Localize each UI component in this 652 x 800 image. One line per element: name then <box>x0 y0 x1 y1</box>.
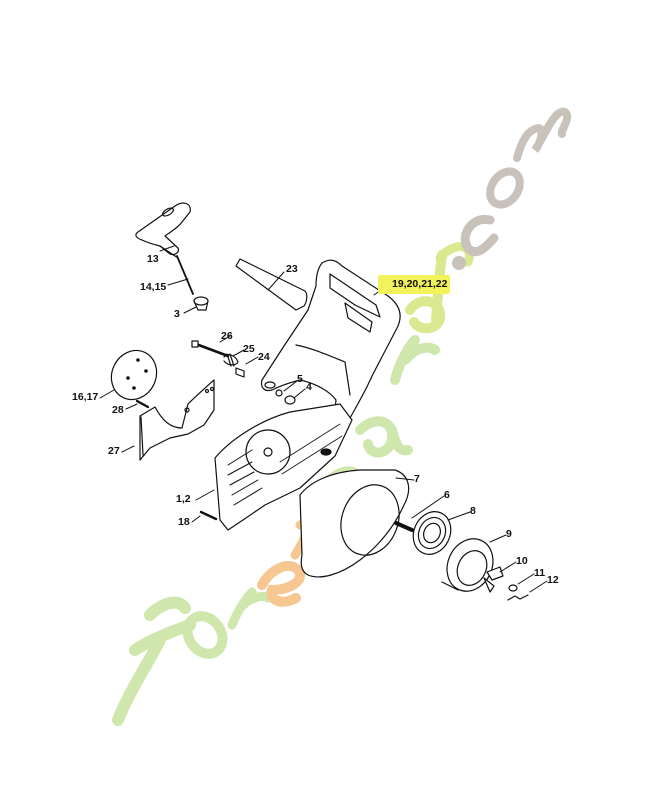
screw-18-icon <box>199 510 218 521</box>
rope-rotor-icon <box>441 538 494 592</box>
pawl-icon <box>483 566 504 593</box>
sleeve-icon <box>394 521 414 532</box>
part-label-28: 28 <box>112 404 124 416</box>
part-label-14-15: 14,15 <box>140 281 167 293</box>
rewind-spring-icon <box>412 511 452 555</box>
starter-grip-icon <box>135 202 194 295</box>
pawl-spring-icon <box>507 594 529 601</box>
part-label-6: 6 <box>444 489 450 501</box>
cover-disc-icon <box>110 349 158 401</box>
hand-guard-icon <box>260 259 401 424</box>
cover-plate-icon <box>139 379 215 461</box>
label-plate-icon <box>235 258 308 311</box>
part-label-25: 25 <box>243 343 255 355</box>
part-label-23: 23 <box>286 263 298 275</box>
grommet-icon <box>193 296 209 311</box>
part-label-18: 18 <box>178 516 190 528</box>
nut-icon <box>275 389 283 397</box>
part-label-26: 26 <box>221 330 233 342</box>
part-label-13: 13 <box>147 253 159 265</box>
part-label-27: 27 <box>108 445 120 457</box>
part-label-9: 9 <box>506 528 512 540</box>
spring-clip-icon <box>508 584 518 592</box>
starter-housing-icon <box>214 403 353 531</box>
part-label-16-17: 16,17 <box>72 391 99 403</box>
bolt-spring-sleeve-icon <box>191 340 245 378</box>
part-label-7: 7 <box>414 473 420 485</box>
part-label-11: 11 <box>534 567 546 579</box>
part-label-12: 12 <box>547 574 559 586</box>
part-label-5: 5 <box>297 373 303 385</box>
washer-icon <box>284 395 296 405</box>
part-label-10: 10 <box>516 555 528 567</box>
screw-icon <box>135 399 150 409</box>
part-label-19-20-21-22[interactable]: 19,20,21,22 <box>378 275 451 294</box>
part-label-3: 3 <box>174 308 180 320</box>
fan-cover-icon <box>299 469 410 578</box>
part-label-8: 8 <box>470 505 476 517</box>
part-label-24: 24 <box>258 351 270 363</box>
part-label-1-2: 1,2 <box>176 493 191 505</box>
part-label-4: 4 <box>306 381 312 393</box>
